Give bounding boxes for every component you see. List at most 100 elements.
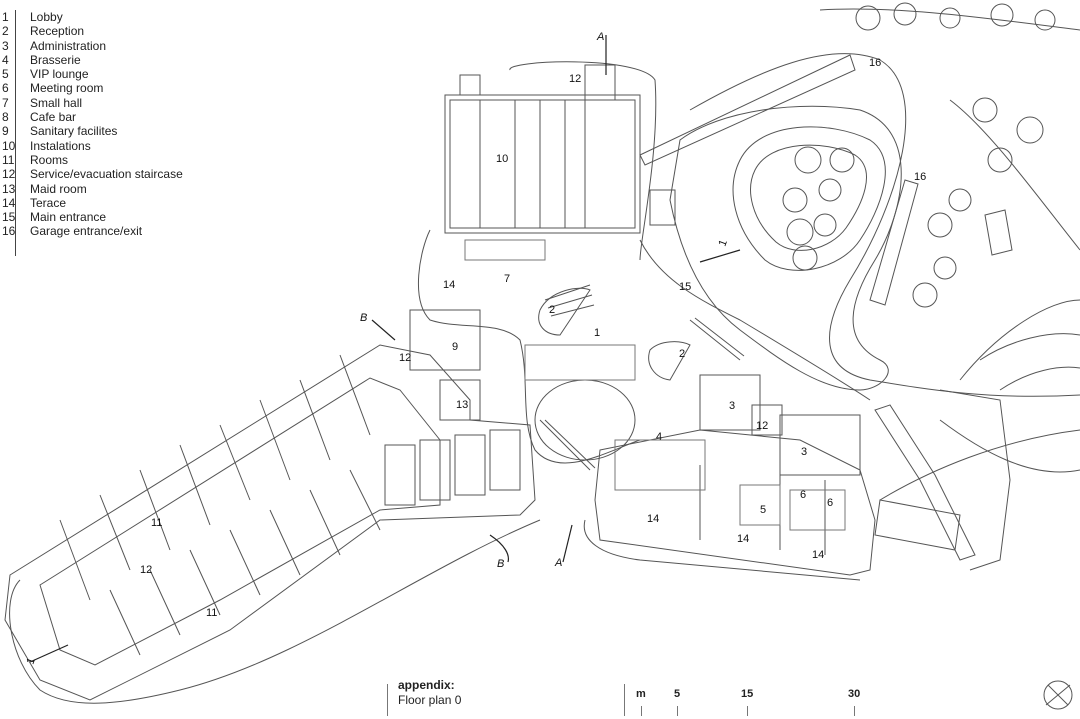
room [454, 434, 486, 496]
stair-core [584, 64, 616, 101]
plan-label: 12 [756, 420, 768, 432]
scale-mark: 15 [741, 688, 754, 700]
plan-label: 9 [452, 341, 458, 353]
seating [614, 439, 706, 491]
tree [927, 212, 953, 238]
tree [939, 7, 961, 29]
north-arrow-icon [1043, 680, 1073, 710]
section-mark-a: A [596, 31, 604, 43]
landscape-mound [732, 126, 886, 271]
scale-tick [624, 684, 625, 716]
caption-divider [387, 684, 388, 716]
section-mark-b: B [497, 558, 504, 570]
lobby-void [534, 379, 636, 461]
seating [789, 489, 846, 531]
garage-ramp [869, 179, 919, 306]
stair-core [751, 404, 783, 436]
section-line [489, 534, 510, 563]
reception-desk [538, 287, 591, 336]
landscape-mound [750, 144, 867, 251]
section-mark-a: A [554, 557, 562, 569]
staircase [689, 317, 745, 361]
section-line [29, 644, 69, 663]
legend-divider [15, 10, 16, 256]
plan-label: 6 [800, 489, 806, 501]
plan-label: 14 [647, 513, 659, 525]
plan-label: 4 [656, 431, 662, 443]
rooms-wing [4, 344, 536, 701]
seating [739, 484, 781, 526]
scale-tick [747, 706, 748, 716]
rooms-wing [9, 519, 541, 704]
plan-label: 12 [569, 73, 581, 85]
admin-room [699, 374, 761, 431]
landscape-mound [669, 105, 902, 391]
reception-desk [648, 341, 691, 381]
terrain-contour [939, 419, 1080, 473]
tree [1016, 116, 1044, 144]
plan-label: 14 [737, 533, 749, 545]
terrain-contour [999, 366, 1080, 391]
appendix-caption: appendix: Floor plan 0 [398, 678, 461, 707]
installations-block [444, 94, 641, 234]
tree [794, 146, 822, 174]
room-partition [259, 399, 291, 481]
room-partition [139, 469, 171, 551]
service-core [409, 309, 481, 371]
room-partition [269, 509, 301, 576]
restaurant-wing [594, 429, 876, 576]
room-partition [309, 489, 341, 556]
tree [990, 3, 1014, 27]
scale-tick [641, 706, 642, 716]
terrain-contour [879, 429, 1080, 501]
lobby-outline [418, 229, 641, 464]
ramp-structure [874, 404, 976, 561]
plan-label: 2 [549, 304, 555, 316]
tree [855, 5, 881, 31]
scale-mark: 5 [674, 688, 681, 700]
plan-label: 5 [760, 504, 766, 516]
plan-label: 7 [504, 273, 510, 285]
admin-room [779, 414, 861, 476]
ramp-structure [874, 499, 961, 551]
plan-label: 11 [206, 607, 217, 619]
terrain-contour [959, 299, 1080, 381]
rooms-wing [39, 377, 441, 666]
room-partition [59, 519, 91, 601]
maid-room [439, 379, 481, 421]
room [384, 444, 416, 506]
room [489, 429, 521, 491]
installations-annex [459, 74, 481, 96]
tree [792, 245, 818, 271]
room-partition [149, 569, 181, 636]
room [419, 439, 451, 501]
plan-label: 6 [827, 497, 833, 509]
tree [782, 187, 808, 213]
room-partition [189, 549, 221, 616]
tree [912, 282, 938, 308]
staircase [649, 189, 676, 226]
section-line [371, 319, 396, 341]
lobby-outline [639, 239, 871, 401]
tree [987, 147, 1013, 173]
room-partition [229, 529, 261, 596]
plan-label: 16 [869, 57, 881, 69]
scale-mark: 30 [848, 688, 861, 700]
appendix-subtitle: Floor plan 0 [398, 693, 462, 707]
plan-label: 13 [456, 399, 468, 411]
ramp-structure [984, 209, 1013, 256]
section-line [699, 249, 741, 263]
scale-tick [677, 706, 678, 716]
lobby-outline [509, 61, 657, 261]
tree [818, 178, 842, 202]
terrain-contour [689, 53, 1080, 397]
plan-label: 3 [729, 400, 735, 412]
tree [893, 2, 917, 26]
